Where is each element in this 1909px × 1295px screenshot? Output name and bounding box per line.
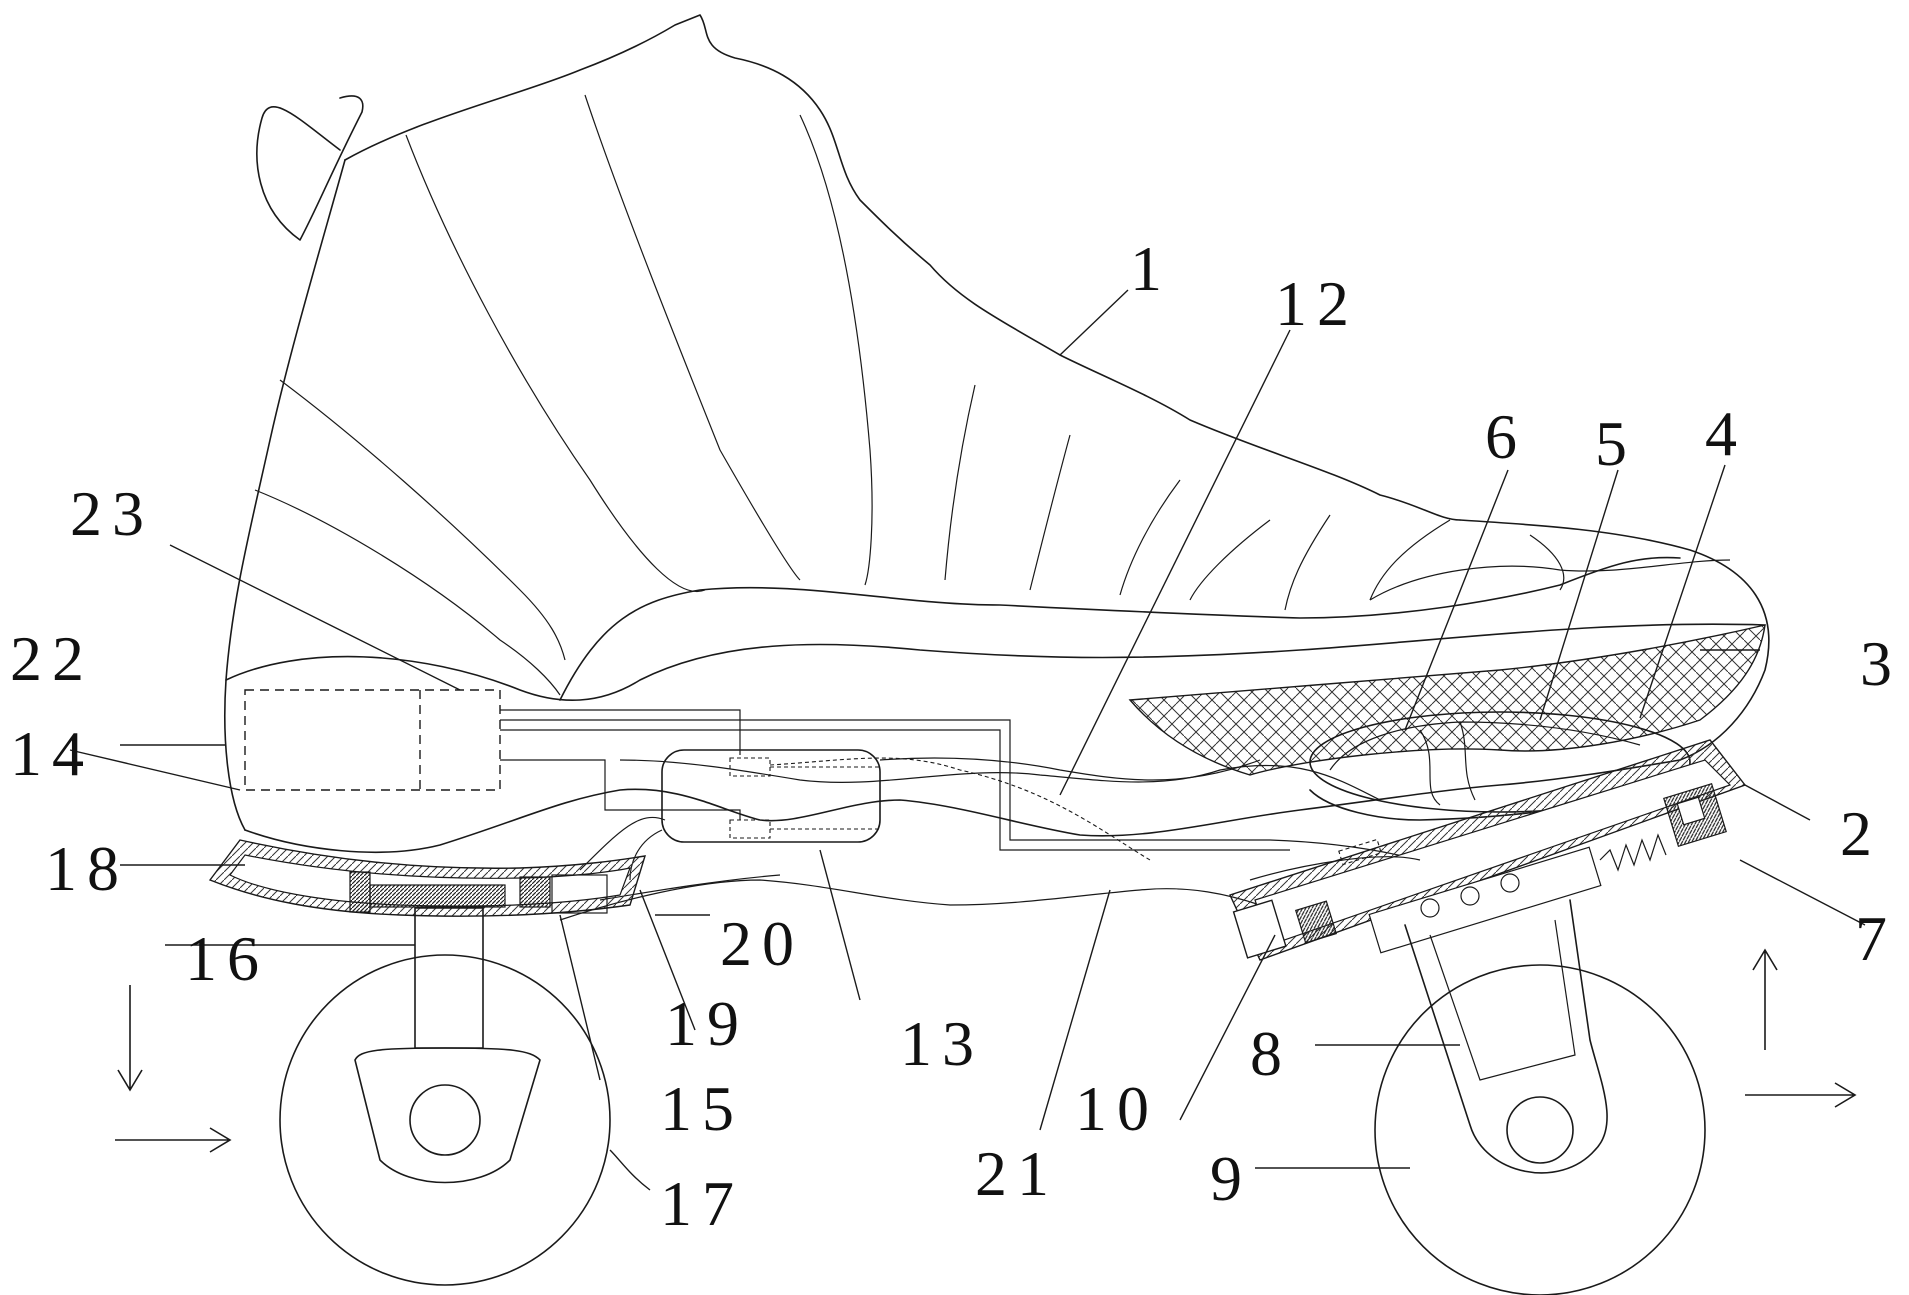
label-23: 23 [70, 478, 154, 549]
label-4: 4 [1705, 398, 1747, 469]
label-14: 14 [10, 718, 94, 789]
label-3: 3 [1860, 628, 1902, 699]
label-18: 18 [45, 833, 129, 904]
label-6: 6 [1485, 401, 1527, 472]
shoe-upper [224, 14, 1770, 831]
down-arrow-icon [117, 985, 143, 1092]
label-10: 10 [1075, 1073, 1159, 1144]
label-21: 21 [975, 1138, 1059, 1209]
callout-labels: 1 12 6 5 4 3 2 7 8 9 10 21 13 20 19 15 1… [10, 233, 1902, 1239]
label-15: 15 [660, 1073, 744, 1144]
right-arrow-icon [115, 1127, 232, 1153]
label-12: 12 [1275, 268, 1359, 339]
label-5: 5 [1595, 408, 1637, 479]
up-arrow-icon [1752, 948, 1778, 1050]
rear-frame [208, 816, 666, 917]
label-9: 9 [1210, 1143, 1252, 1214]
front-wheel [1374, 899, 1706, 1295]
label-8: 8 [1250, 1018, 1292, 1089]
label-2: 2 [1840, 798, 1882, 869]
leader-lines [69, 289, 1866, 1191]
label-19: 19 [665, 988, 749, 1059]
label-13: 13 [900, 1008, 984, 1079]
front-bracket [1229, 739, 1747, 961]
label-16: 16 [185, 923, 269, 994]
label-17: 17 [660, 1168, 744, 1239]
pump-unit [629, 749, 881, 881]
sole-assembly [244, 624, 1766, 921]
label-1: 1 [1130, 233, 1172, 304]
label-20: 20 [720, 908, 804, 979]
rear-wheel [279, 907, 611, 1286]
label-7: 7 [1855, 903, 1897, 974]
control-box [244, 689, 501, 791]
right-arrow-icon [1745, 1082, 1857, 1108]
motion-arrows [115, 948, 1857, 1153]
label-22: 22 [10, 623, 94, 694]
